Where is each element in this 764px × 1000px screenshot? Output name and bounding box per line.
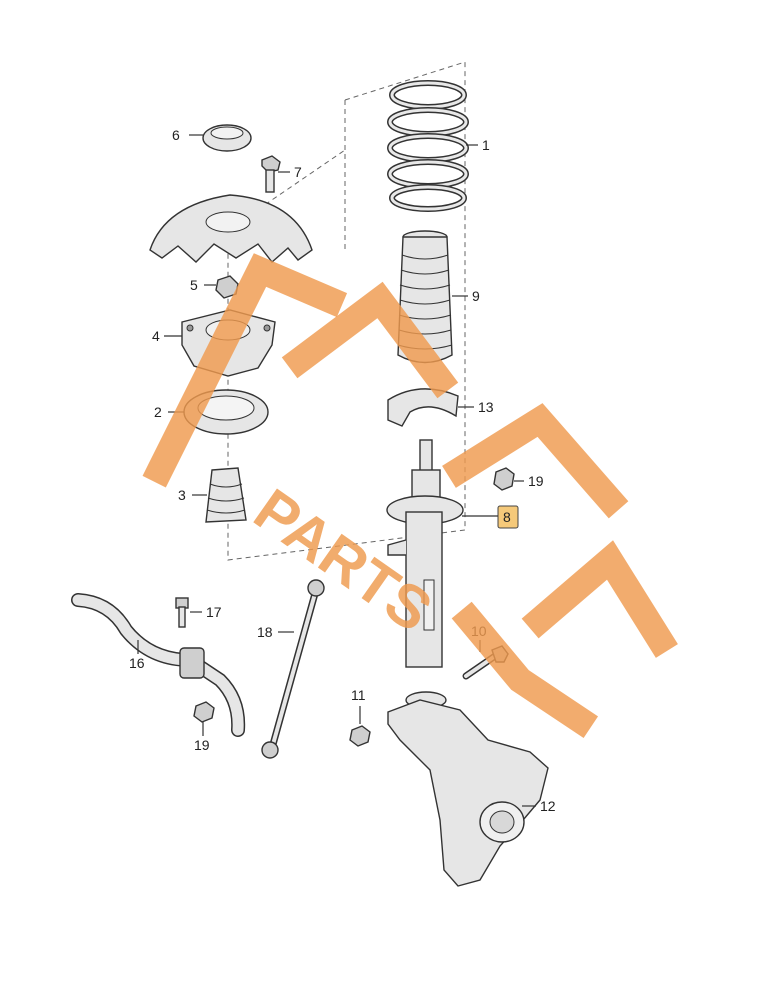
stabilizer-bar-part — [71, 593, 246, 737]
callout-18: 18 — [257, 624, 273, 640]
callout-16: 16 — [129, 655, 145, 671]
nut-part-19-upper — [493, 467, 515, 491]
heat-shield-part — [149, 194, 313, 264]
callout-7: 7 — [294, 164, 302, 180]
callout-19-lower: 19 — [194, 737, 210, 753]
callout-8-highlight — [497, 505, 519, 529]
stabilizer-link-part — [261, 579, 325, 759]
bump-stop-part — [205, 467, 247, 523]
protective-cap-part — [202, 124, 252, 152]
callout-19-upper: 19 — [528, 473, 544, 489]
callout-4: 4 — [152, 328, 160, 344]
callout-8: 8 — [503, 509, 511, 525]
callout-6: 6 — [172, 127, 180, 143]
callout-9: 9 — [472, 288, 480, 304]
callout-17: 17 — [206, 604, 222, 620]
bolt-part-7 — [261, 155, 281, 193]
callout-5: 5 — [190, 277, 198, 293]
coil-spring-part — [387, 80, 469, 212]
steering-knuckle-part — [387, 691, 549, 887]
nut-part-19-lower — [193, 701, 215, 723]
spring-seat-part — [387, 388, 459, 427]
callout-12: 12 — [540, 798, 556, 814]
bolt-part-17 — [175, 597, 189, 628]
callout-3: 3 — [178, 487, 186, 503]
assembly-dashed-outline — [227, 61, 466, 561]
callout-2: 2 — [154, 404, 162, 420]
shock-absorber-part — [386, 439, 464, 668]
callout-13: 13 — [478, 399, 494, 415]
callout-11: 11 — [351, 687, 366, 703]
nut-part-11 — [349, 725, 371, 747]
callout-1: 1 — [482, 137, 490, 153]
